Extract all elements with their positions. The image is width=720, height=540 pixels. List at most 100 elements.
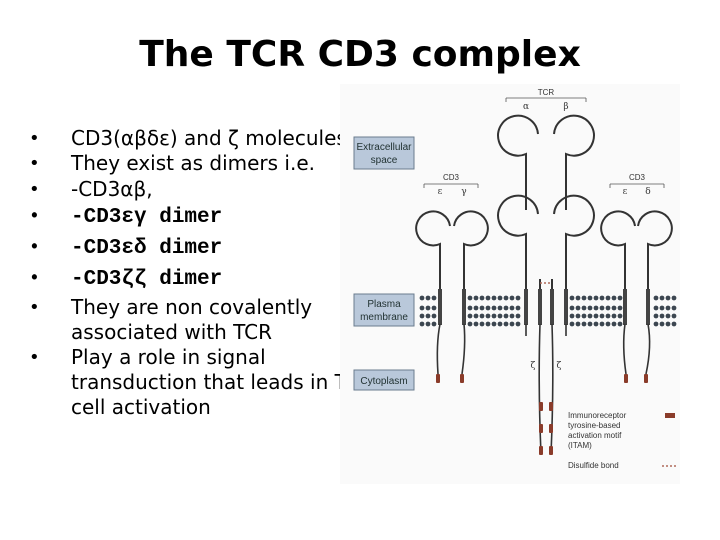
membrane-bead — [509, 305, 515, 311]
membrane-bead — [503, 321, 509, 327]
membrane-bead — [665, 295, 671, 301]
membrane-bead — [587, 295, 593, 301]
bullet-item: • -CD3εδ dimer — [26, 233, 356, 264]
membrane-bead — [611, 295, 617, 301]
membrane-bead — [485, 321, 491, 327]
region-cytoplasm: Cytoplasm — [353, 369, 415, 391]
bullet-list: • CD3(αβδε) and ζ molecules • They exist … — [26, 126, 356, 420]
membrane-bead — [593, 313, 599, 319]
transmembrane-segment — [462, 289, 466, 325]
membrane-bead — [659, 313, 665, 319]
membrane-bead — [569, 305, 575, 311]
legend-itam-line2: tyrosine-based — [568, 421, 620, 430]
cd3-right-chain-delta: δ — [645, 187, 650, 197]
membrane-bead — [491, 305, 497, 311]
membrane-bead — [593, 305, 599, 311]
membrane-bead — [605, 305, 611, 311]
membrane-bead — [617, 305, 623, 311]
membrane-bead — [473, 313, 479, 319]
cd3-left-domains — [415, 210, 489, 289]
membrane-bead — [665, 313, 671, 319]
membrane-bead — [497, 305, 503, 311]
tcr-chain-alpha: α — [523, 102, 529, 112]
membrane-bead — [605, 321, 611, 327]
membrane-bead — [503, 313, 509, 319]
membrane-bead — [653, 305, 659, 311]
membrane-bead — [575, 313, 581, 319]
membrane-bead — [587, 321, 593, 327]
membrane-bead — [611, 313, 617, 319]
bullet-text: They exist as dimers i.e. — [71, 151, 316, 175]
membrane-bead — [515, 321, 521, 327]
membrane-bead — [611, 321, 617, 327]
membrane-bead — [485, 295, 491, 301]
region-extracellular-line1: Extracellular — [356, 142, 412, 153]
region-membrane-line2: membrane — [360, 312, 408, 323]
membrane-bead — [467, 313, 473, 319]
bullet-text: -CD3εδ dimer — [71, 237, 223, 260]
bullet-dot-icon: • — [29, 128, 40, 149]
membrane-bead — [575, 295, 581, 301]
membrane-bead — [605, 313, 611, 319]
membrane-bead — [515, 295, 521, 301]
membrane-bead — [593, 295, 599, 301]
membrane-bead — [665, 305, 671, 311]
cd3-right-domains — [600, 210, 673, 289]
region-plasma-membrane: Plasma membrane — [353, 293, 415, 327]
membrane-bead — [497, 313, 503, 319]
membrane-bead — [425, 321, 431, 327]
bullet-text: -CD3εγ dimer — [71, 206, 223, 229]
bullet-dot-icon: • — [29, 347, 40, 368]
membrane-bead — [467, 305, 473, 311]
membrane-bead — [425, 313, 431, 319]
membrane-bead — [479, 305, 485, 311]
membrane-bead — [617, 321, 623, 327]
membrane-bead — [419, 305, 425, 311]
membrane-bead — [575, 305, 581, 311]
bullet-text: -CD3ζζ dimer — [71, 268, 223, 291]
legend: Immunoreceptor tyrosine-based activation… — [568, 411, 676, 470]
membrane-bead — [503, 305, 509, 311]
bullet-dot-icon: • — [29, 238, 40, 258]
membrane-bead — [431, 295, 437, 301]
legend-itam-line1: Immunoreceptor — [568, 411, 627, 420]
bullet-item: • CD3(αβδε) and ζ molecules — [26, 126, 356, 151]
transmembrane-segment — [646, 289, 650, 325]
membrane-bead — [473, 305, 479, 311]
tcr-cd3-diagram: Extracellular space Plasma membrane Cyto… — [340, 84, 680, 484]
membrane-bead — [605, 295, 611, 301]
bullet-item: • -CD3εγ dimer — [26, 202, 356, 233]
transmembrane-segment — [538, 289, 542, 325]
transmembrane-segment — [564, 289, 568, 325]
bullet-text: CD3(αβδε) and ζ molecules — [71, 126, 347, 150]
membrane-bead — [611, 305, 617, 311]
zeta-label-left: ζ — [531, 361, 536, 371]
bullet-dot-icon: • — [29, 207, 40, 227]
membrane-bead — [491, 313, 497, 319]
membrane-bead — [581, 305, 587, 311]
tcr-label: TCR — [538, 88, 555, 97]
itam-marks — [436, 374, 648, 455]
bullet-item: • Play a role in signal transduction that… — [26, 345, 356, 420]
membrane-bead — [581, 295, 587, 301]
membrane-bead — [587, 313, 593, 319]
legend-itam-line3: activation motif — [568, 431, 622, 440]
membrane-bead — [431, 321, 437, 327]
membrane-bead — [479, 321, 485, 327]
membrane-bead — [491, 321, 497, 327]
membrane-bead — [467, 321, 473, 327]
region-extracellular: Extracellular space — [353, 136, 415, 170]
membrane-bead — [497, 321, 503, 327]
membrane-bead — [509, 321, 515, 327]
cd3-right-chain-epsilon: ε — [623, 187, 628, 197]
membrane-bead — [665, 321, 671, 327]
bullet-dot-icon: • — [29, 179, 40, 200]
bullet-dot-icon: • — [29, 153, 40, 174]
membrane-bead — [617, 313, 623, 319]
slide-title: The TCR CD3 complex — [139, 34, 581, 75]
membrane-bead — [575, 321, 581, 327]
bullet-text: Play a role in signal transduction that … — [71, 345, 347, 419]
membrane-bead — [671, 313, 677, 319]
bullet-item: •They are non covalently associated with… — [26, 295, 356, 345]
region-cytoplasm-label: Cytoplasm — [360, 376, 407, 387]
